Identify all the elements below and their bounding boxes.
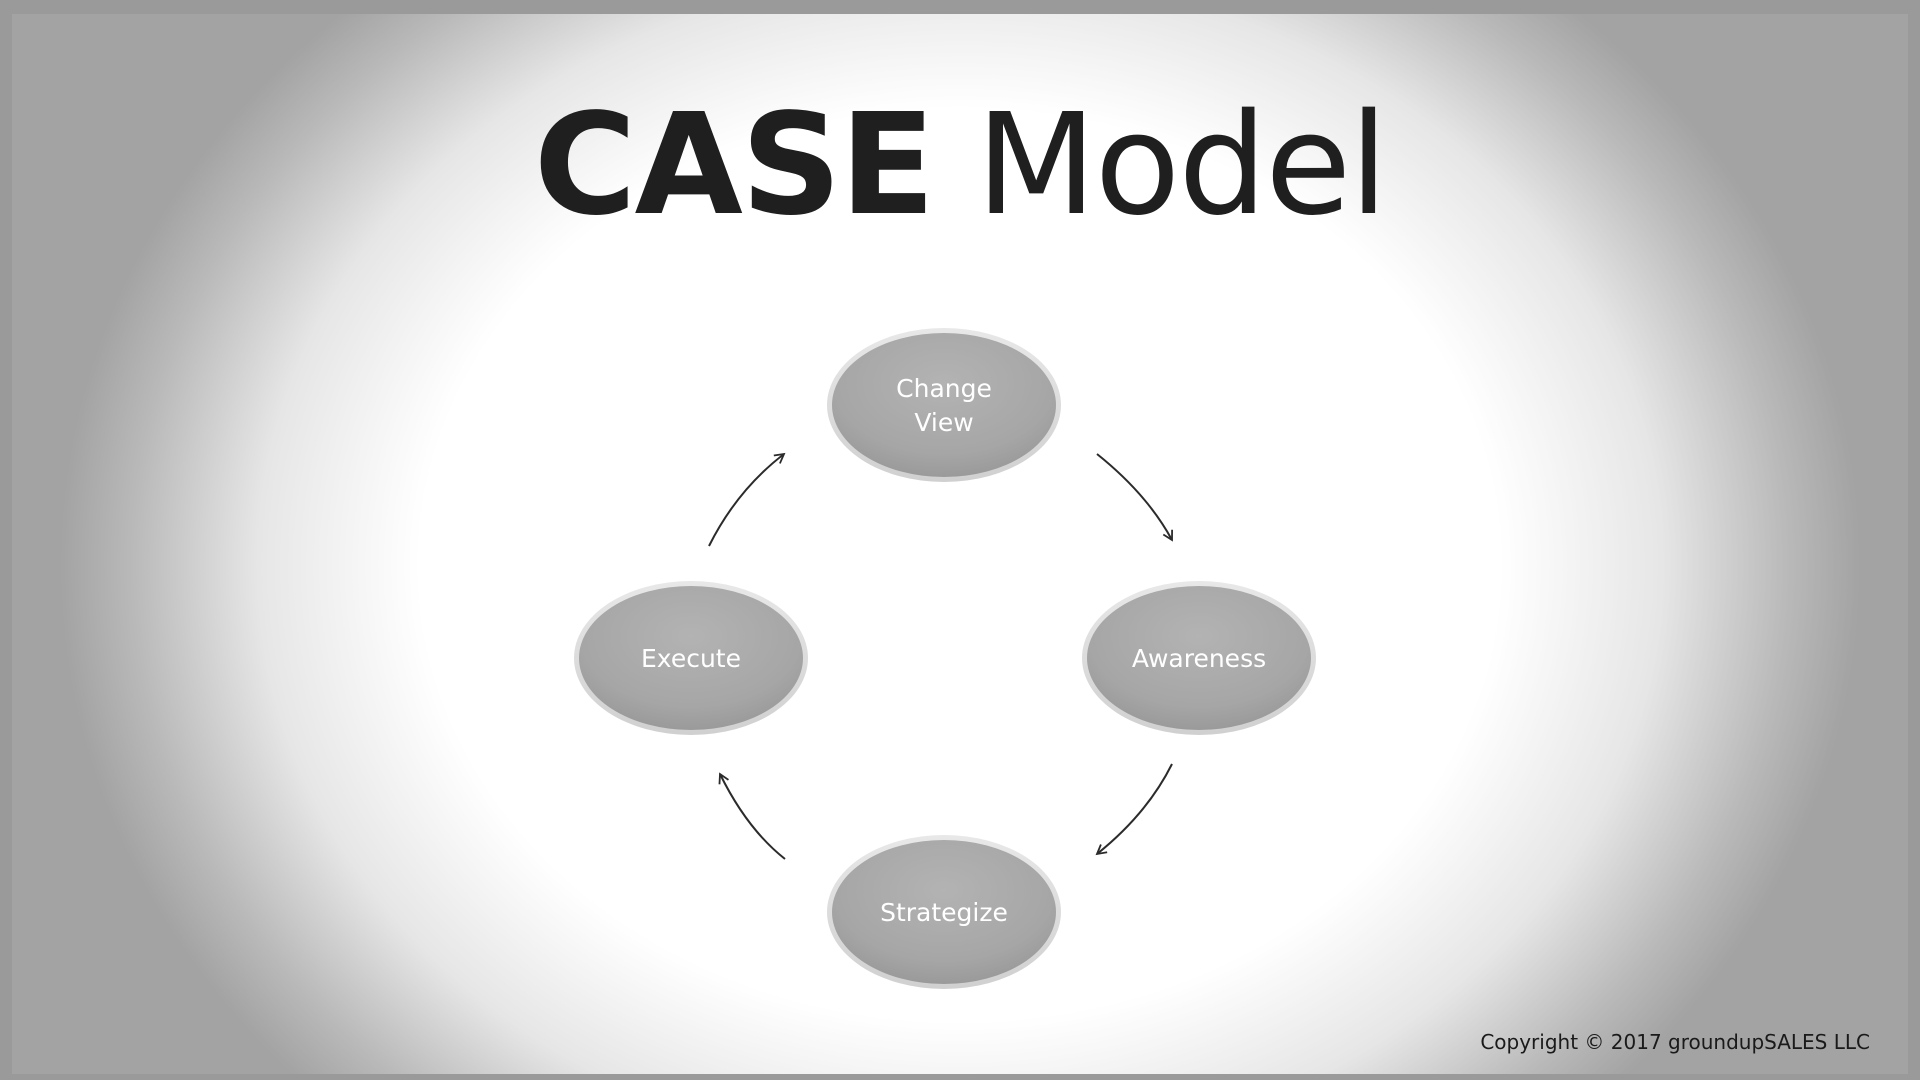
arrow-strategize-to-execute [718, 772, 786, 860]
slide-title: CASE Model [12, 86, 1908, 246]
node-execute-label: Execute [641, 644, 741, 673]
slide: CASE Model Change Vi [12, 14, 1908, 1074]
title-bold-word: CASE [533, 84, 936, 247]
node-execute: Execute [574, 581, 808, 735]
node-change-view-line-2: View [914, 408, 973, 437]
title-light-word: Model [975, 84, 1388, 247]
node-strategize: Strategize [827, 835, 1061, 989]
arrow-execute-to-change-view [708, 452, 786, 547]
node-change-view: Change View [827, 328, 1061, 482]
case-cycle-diagram: Change View Awareness Strategize Execute [574, 328, 1316, 989]
node-change-view-line-1: Change [896, 374, 992, 403]
node-strategize-label: Strategize [880, 898, 1008, 927]
arrow-change-view-to-awareness [1096, 453, 1173, 542]
node-awareness-label: Awareness [1132, 644, 1266, 673]
copyright-notice: Copyright © 2017 groundupSALES LLC [1480, 1030, 1870, 1054]
arrow-awareness-to-strategize [1095, 763, 1173, 856]
node-awareness: Awareness [1082, 581, 1316, 735]
